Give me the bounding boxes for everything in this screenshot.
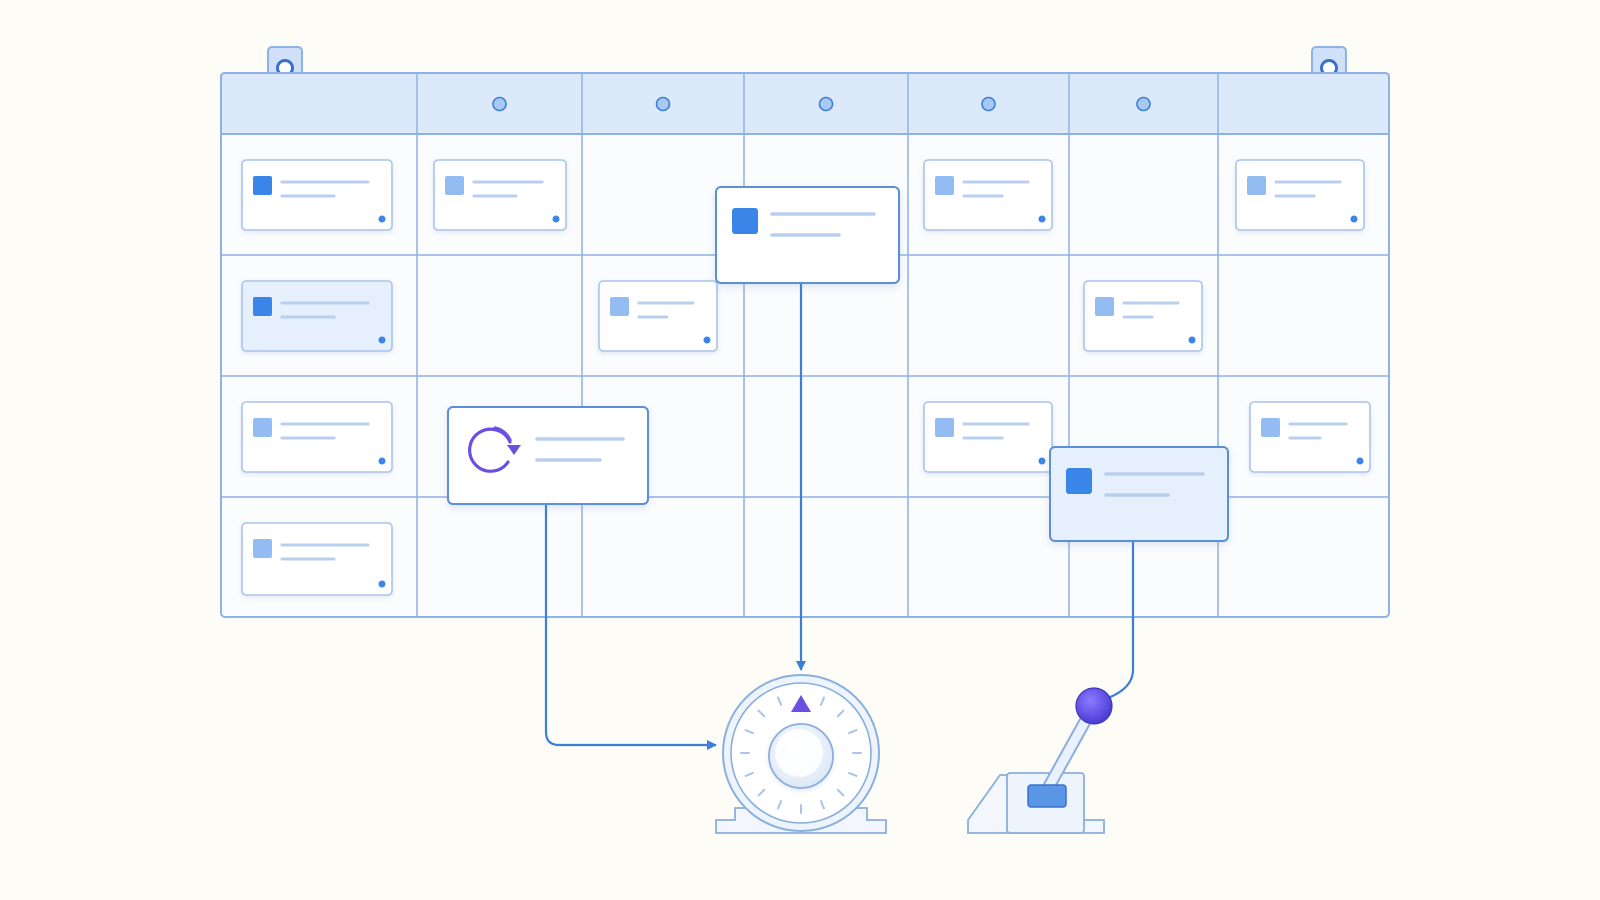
task-card[interactable] (598, 280, 718, 352)
refresh-arc (468, 427, 512, 473)
rotary-dial-icon[interactable] (715, 674, 887, 834)
pale-square-icon (253, 539, 272, 558)
column-marker-dot (655, 96, 671, 112)
pale-square-icon (445, 176, 464, 195)
task-card[interactable] (1083, 280, 1203, 352)
refresh-arrowhead (507, 445, 521, 455)
task-card[interactable] (1235, 159, 1365, 231)
pale-square-icon (253, 418, 272, 437)
pale-square-icon (1261, 418, 1280, 437)
dial-tick (777, 696, 783, 706)
sync-card[interactable] (447, 406, 649, 505)
dial-tick (836, 709, 845, 718)
column-marker-dot (818, 96, 834, 112)
task-card[interactable] (923, 401, 1053, 473)
dial-tick (819, 696, 825, 706)
solid-square-icon (253, 297, 272, 316)
refresh-arc-top (493, 426, 512, 442)
task-card-layer (241, 159, 1371, 596)
connector-card-to-lever (1107, 541, 1135, 700)
dial-tick (848, 771, 858, 777)
dial-tick (848, 729, 858, 735)
pale-square-icon (935, 176, 954, 195)
pale-square-icon (1247, 176, 1266, 195)
dial-tick (757, 709, 766, 718)
column-marker-dot (1136, 96, 1151, 112)
dial-knob-highlight (775, 729, 823, 777)
refresh-icon (468, 426, 521, 473)
status-dot-icon (1188, 336, 1196, 344)
dial-tick (836, 788, 845, 797)
status-dot-icon (1350, 215, 1358, 223)
task-card[interactable] (923, 159, 1053, 231)
pale-square-icon (610, 297, 629, 316)
task-card[interactable] (241, 159, 393, 231)
solid-square-icon (253, 176, 272, 195)
solid-square-icon (732, 208, 758, 234)
board-header (220, 72, 1390, 135)
solid-square-icon (1066, 468, 1092, 494)
status-dot-icon (378, 457, 386, 465)
connector-layer (544, 284, 1135, 750)
lever-source-card[interactable] (1049, 446, 1229, 542)
status-dot-icon (378, 580, 386, 588)
dial-source-card[interactable] (715, 186, 900, 284)
lever-knob-ball[interactable] (1075, 687, 1113, 725)
task-card[interactable] (241, 401, 393, 473)
control-devices (715, 674, 1113, 834)
status-dot-icon (378, 215, 386, 223)
connector-sync-to-dial (544, 504, 717, 750)
status-dot-icon (1038, 457, 1046, 465)
task-card[interactable] (1249, 401, 1371, 473)
status-dot-icon (703, 336, 711, 344)
pale-square-icon (935, 418, 954, 437)
dial-tick (819, 800, 825, 810)
column-marker-dot (492, 96, 507, 112)
lever-switch-icon[interactable] (967, 687, 1113, 834)
column-marker-dot (981, 96, 996, 112)
sync-card-body (447, 406, 649, 505)
task-card[interactable] (433, 159, 567, 231)
status-dot-icon (552, 215, 560, 223)
dial-tick (744, 729, 754, 735)
pale-square-icon (1095, 297, 1114, 316)
dial-tick (744, 771, 754, 777)
task-card[interactable] (241, 522, 393, 596)
dial-pointer-icon (791, 695, 811, 712)
status-dot-icon (1038, 215, 1046, 223)
dial-tick (757, 788, 766, 797)
dial-tick (777, 800, 783, 810)
status-dot-icon (1356, 457, 1364, 465)
status-dot-icon (378, 336, 386, 344)
task-card[interactable] (241, 280, 393, 352)
floating-card-layer (447, 186, 1229, 542)
lever-slot (1027, 784, 1067, 808)
